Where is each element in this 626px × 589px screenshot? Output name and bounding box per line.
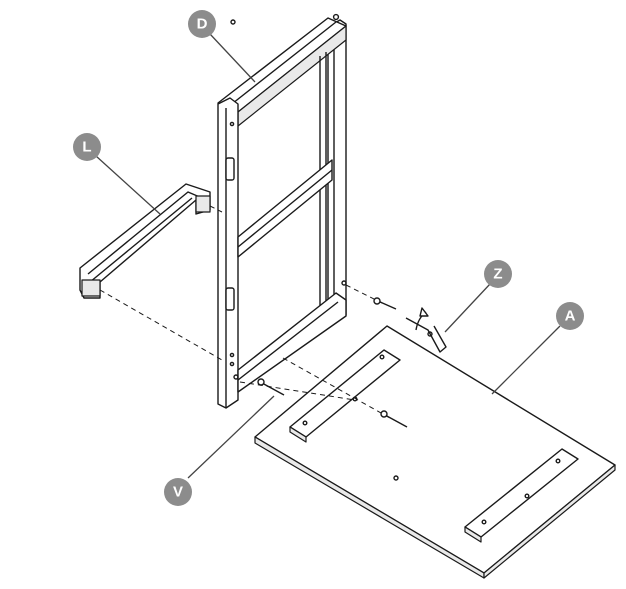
screw-lower-left xyxy=(257,378,285,396)
callout-a: A xyxy=(556,302,584,330)
callout-a-label: A xyxy=(565,308,576,325)
callout-z-label: Z xyxy=(493,266,502,283)
panel-a xyxy=(254,325,616,579)
screw-upper xyxy=(373,297,397,310)
screws xyxy=(257,297,408,428)
screw-lower-right xyxy=(380,410,408,428)
callout-d: D xyxy=(188,10,216,38)
callout-v-label: V xyxy=(173,484,183,501)
leader-lines xyxy=(95,33,561,479)
callout-l-label: L xyxy=(82,139,91,156)
allen-key-z xyxy=(405,307,447,353)
callout-v: V xyxy=(164,478,192,506)
callout-l: L xyxy=(73,133,101,161)
side-frame xyxy=(217,13,347,409)
callout-d-label: D xyxy=(197,16,208,33)
handle-l xyxy=(79,183,211,299)
callout-z: Z xyxy=(484,260,512,288)
